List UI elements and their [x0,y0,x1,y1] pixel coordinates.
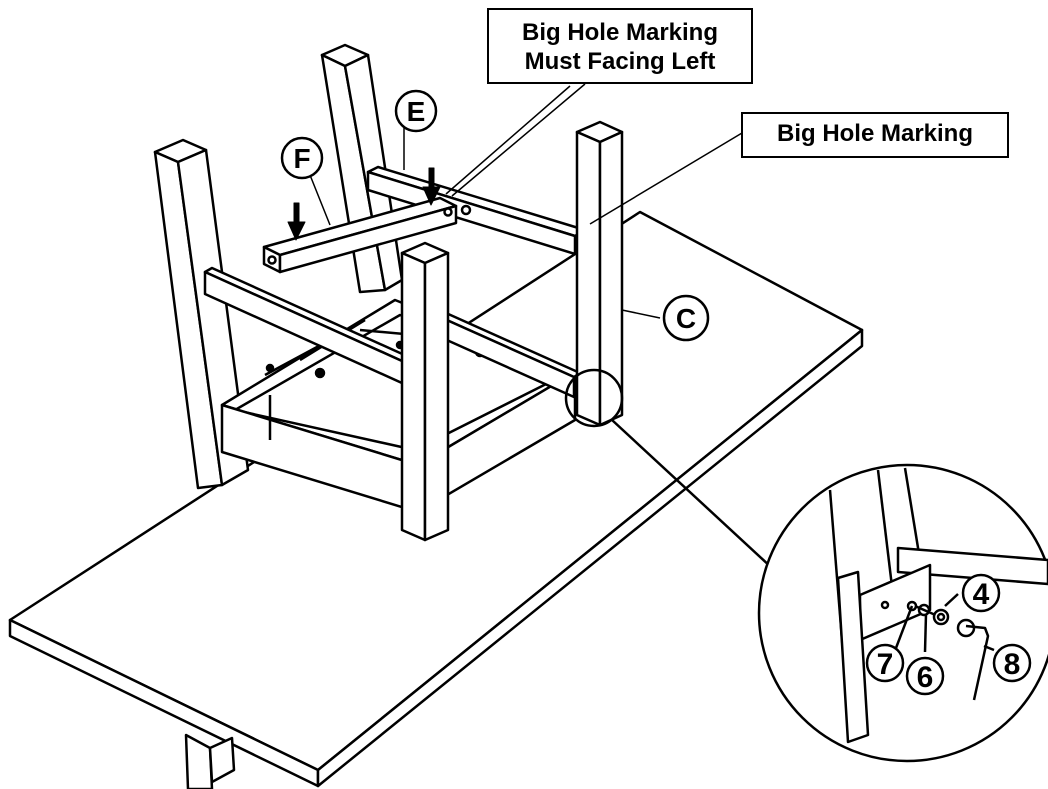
part-label-f: F [293,143,310,174]
callout-line-1: Big Hole Marking [521,19,719,46]
callout-line-2: Must Facing Left [524,48,716,75]
part-label-7: 7 [877,648,894,681]
part-label-circles [280,89,1032,696]
part-label-8: 8 [1004,648,1021,681]
rail-e [366,165,587,256]
part-label-4: 4 [973,578,990,611]
part-label-e: E [407,96,426,127]
callout-big-hole-marking: Big Hole Marking [741,112,1009,158]
part-label-c: C [676,303,696,334]
part-label-6: 6 [917,661,934,694]
callout-big-hole-must-face-left: Big Hole Marking Must Facing Left [487,8,753,84]
insert-arrow-icon [287,167,441,241]
detail-leader-line [611,419,773,569]
callout-leaders [309,83,743,319]
rail-f [262,196,458,274]
magnified-detail [757,463,1048,763]
detail-marker-circle [564,368,624,428]
front-leg-left [400,241,450,542]
